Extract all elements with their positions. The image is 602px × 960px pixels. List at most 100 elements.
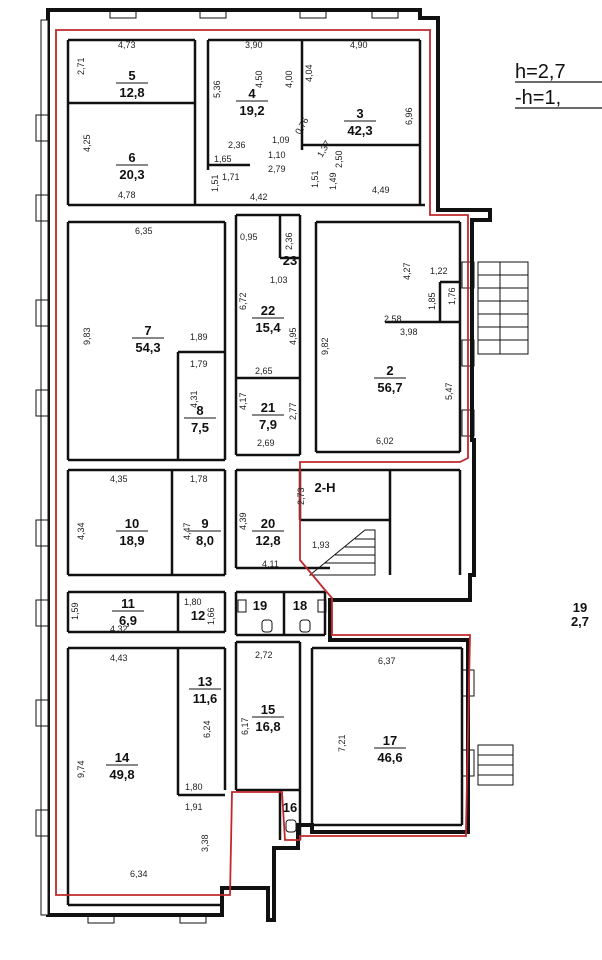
dimension-label: 4,39	[238, 512, 248, 530]
staircase-right-bottom	[477, 744, 514, 786]
dimension-label: 1,66	[206, 607, 216, 625]
room-number: 7	[144, 323, 151, 338]
room-area: 15,4	[255, 320, 281, 335]
dimension-label: 4,95	[288, 327, 298, 345]
dimension-label: 4,73	[118, 40, 136, 50]
dimension-label: 7,21	[337, 734, 347, 752]
dimension-label: 4,11	[262, 559, 279, 569]
dimension-label: 1,49	[328, 172, 338, 190]
room-area: 49,8	[109, 767, 134, 782]
dimension-label: 4,90	[350, 40, 368, 50]
room-area: 11,6	[193, 691, 218, 706]
room-area: 20,3	[119, 167, 144, 182]
room-area: 46,6	[377, 750, 402, 765]
dimension-label: 4,31	[189, 390, 199, 408]
room-number: 20	[261, 516, 275, 531]
staircase-center	[308, 529, 376, 576]
room-number: 6	[128, 150, 135, 165]
dimension-label: 5,47	[444, 382, 454, 400]
room-number: 9	[201, 516, 208, 531]
room-number: 23	[283, 253, 297, 268]
dimension-label: 6,72	[238, 292, 248, 310]
room-number: 17	[383, 733, 397, 748]
room-area: 19,2	[239, 103, 264, 118]
dimension-label: 4,17	[238, 392, 248, 410]
dimension-label: 4,34	[76, 522, 86, 540]
room-area: 7,9	[259, 417, 277, 432]
room-number: 15	[261, 702, 275, 717]
dimension-label: 1,71	[222, 172, 240, 182]
dimension-label: 3,90	[245, 40, 263, 50]
dimension-label: 6,17	[240, 717, 250, 735]
dimension-label: 3,98	[400, 327, 418, 337]
room-number: 8	[196, 403, 203, 418]
outer-walls	[35, 8, 492, 924]
room-number: 18	[293, 598, 307, 613]
dimension-label: 1,10	[268, 150, 286, 160]
room-number: 2-Н	[315, 480, 336, 495]
legend-line-2: -h=1,	[515, 87, 561, 109]
dimension-label: 2,58	[384, 314, 402, 324]
room-number: 5	[128, 68, 135, 83]
dimension-label: 2,69	[257, 438, 275, 448]
dimension-label: 6,34	[130, 869, 148, 879]
dimension-label: 0,76	[293, 116, 310, 136]
dimension-label: 2,79	[268, 164, 286, 174]
dimension-label: 1,65	[214, 154, 232, 164]
room-number: 10	[125, 516, 139, 531]
dimension-label: 1,22	[430, 266, 448, 276]
dimension-label: 9,74	[76, 760, 86, 778]
room-number: 16	[283, 800, 297, 815]
room-number: 21	[261, 400, 275, 415]
right-note-val: 2,7	[571, 614, 589, 629]
room-number: 22	[261, 303, 275, 318]
staircase-right-top	[477, 261, 529, 355]
dimension-label: 0,95	[240, 232, 258, 242]
dimension-label: 1,80	[185, 782, 203, 792]
dimension-label: 3,38	[200, 834, 210, 852]
room-area: 42,3	[347, 123, 372, 138]
dimension-label: 1,09	[272, 135, 290, 145]
room-number: 19	[253, 598, 267, 613]
room-number: 14	[115, 750, 130, 765]
room-area: 8,0	[196, 533, 214, 548]
room-area: 56,7	[377, 380, 402, 395]
dimension-label: 4,49	[372, 185, 390, 195]
right-note-num: 19	[573, 600, 587, 615]
dimension-label: 6,02	[376, 436, 394, 446]
dimension-label: 6,37	[378, 656, 396, 666]
dimension-label: 2,77	[288, 402, 298, 420]
dimension-label: 1,51	[310, 170, 320, 188]
room-area: 6,9	[119, 613, 137, 628]
dimension-label: 6,35	[135, 226, 153, 236]
room-number: 13	[198, 674, 212, 689]
legend-line-1: h=2,7	[515, 61, 566, 83]
room-area: 54,3	[135, 340, 160, 355]
dimension-label: 4,00	[284, 70, 294, 88]
dimension-label: 2,71	[76, 57, 86, 75]
dimension-label: 1,89	[190, 332, 208, 342]
dimension-label: 2,36	[228, 140, 246, 150]
room-number: 11	[121, 596, 135, 611]
dimension-label: 4,78	[118, 190, 136, 200]
dimension-label: 9,83	[82, 327, 92, 345]
height-legend: h=2,7 -h=1, 19 2,7	[515, 61, 602, 629]
dimension-label: 1,59	[70, 602, 80, 620]
dimension-label: 4,35	[110, 474, 128, 484]
dimension-label: 4,47	[182, 522, 192, 540]
dimension-label: 4,04	[304, 64, 314, 82]
dimension-label: 1,78	[190, 474, 208, 484]
dimension-label: 4,43	[110, 653, 128, 663]
room-number: 2	[386, 363, 393, 378]
room-number: 3	[356, 106, 363, 121]
dimension-label: 1,85	[427, 292, 437, 310]
dimension-label: 1,79	[190, 359, 208, 369]
dimension-label: 4,32	[110, 624, 128, 634]
room-area: 18,9	[119, 533, 144, 548]
dimension-label: 6,24	[202, 720, 212, 738]
dimension-label: 1,93	[312, 540, 330, 550]
interior-walls	[66, 38, 464, 907]
room-area: 16,8	[255, 719, 280, 734]
dimension-label: 2,65	[255, 366, 273, 376]
